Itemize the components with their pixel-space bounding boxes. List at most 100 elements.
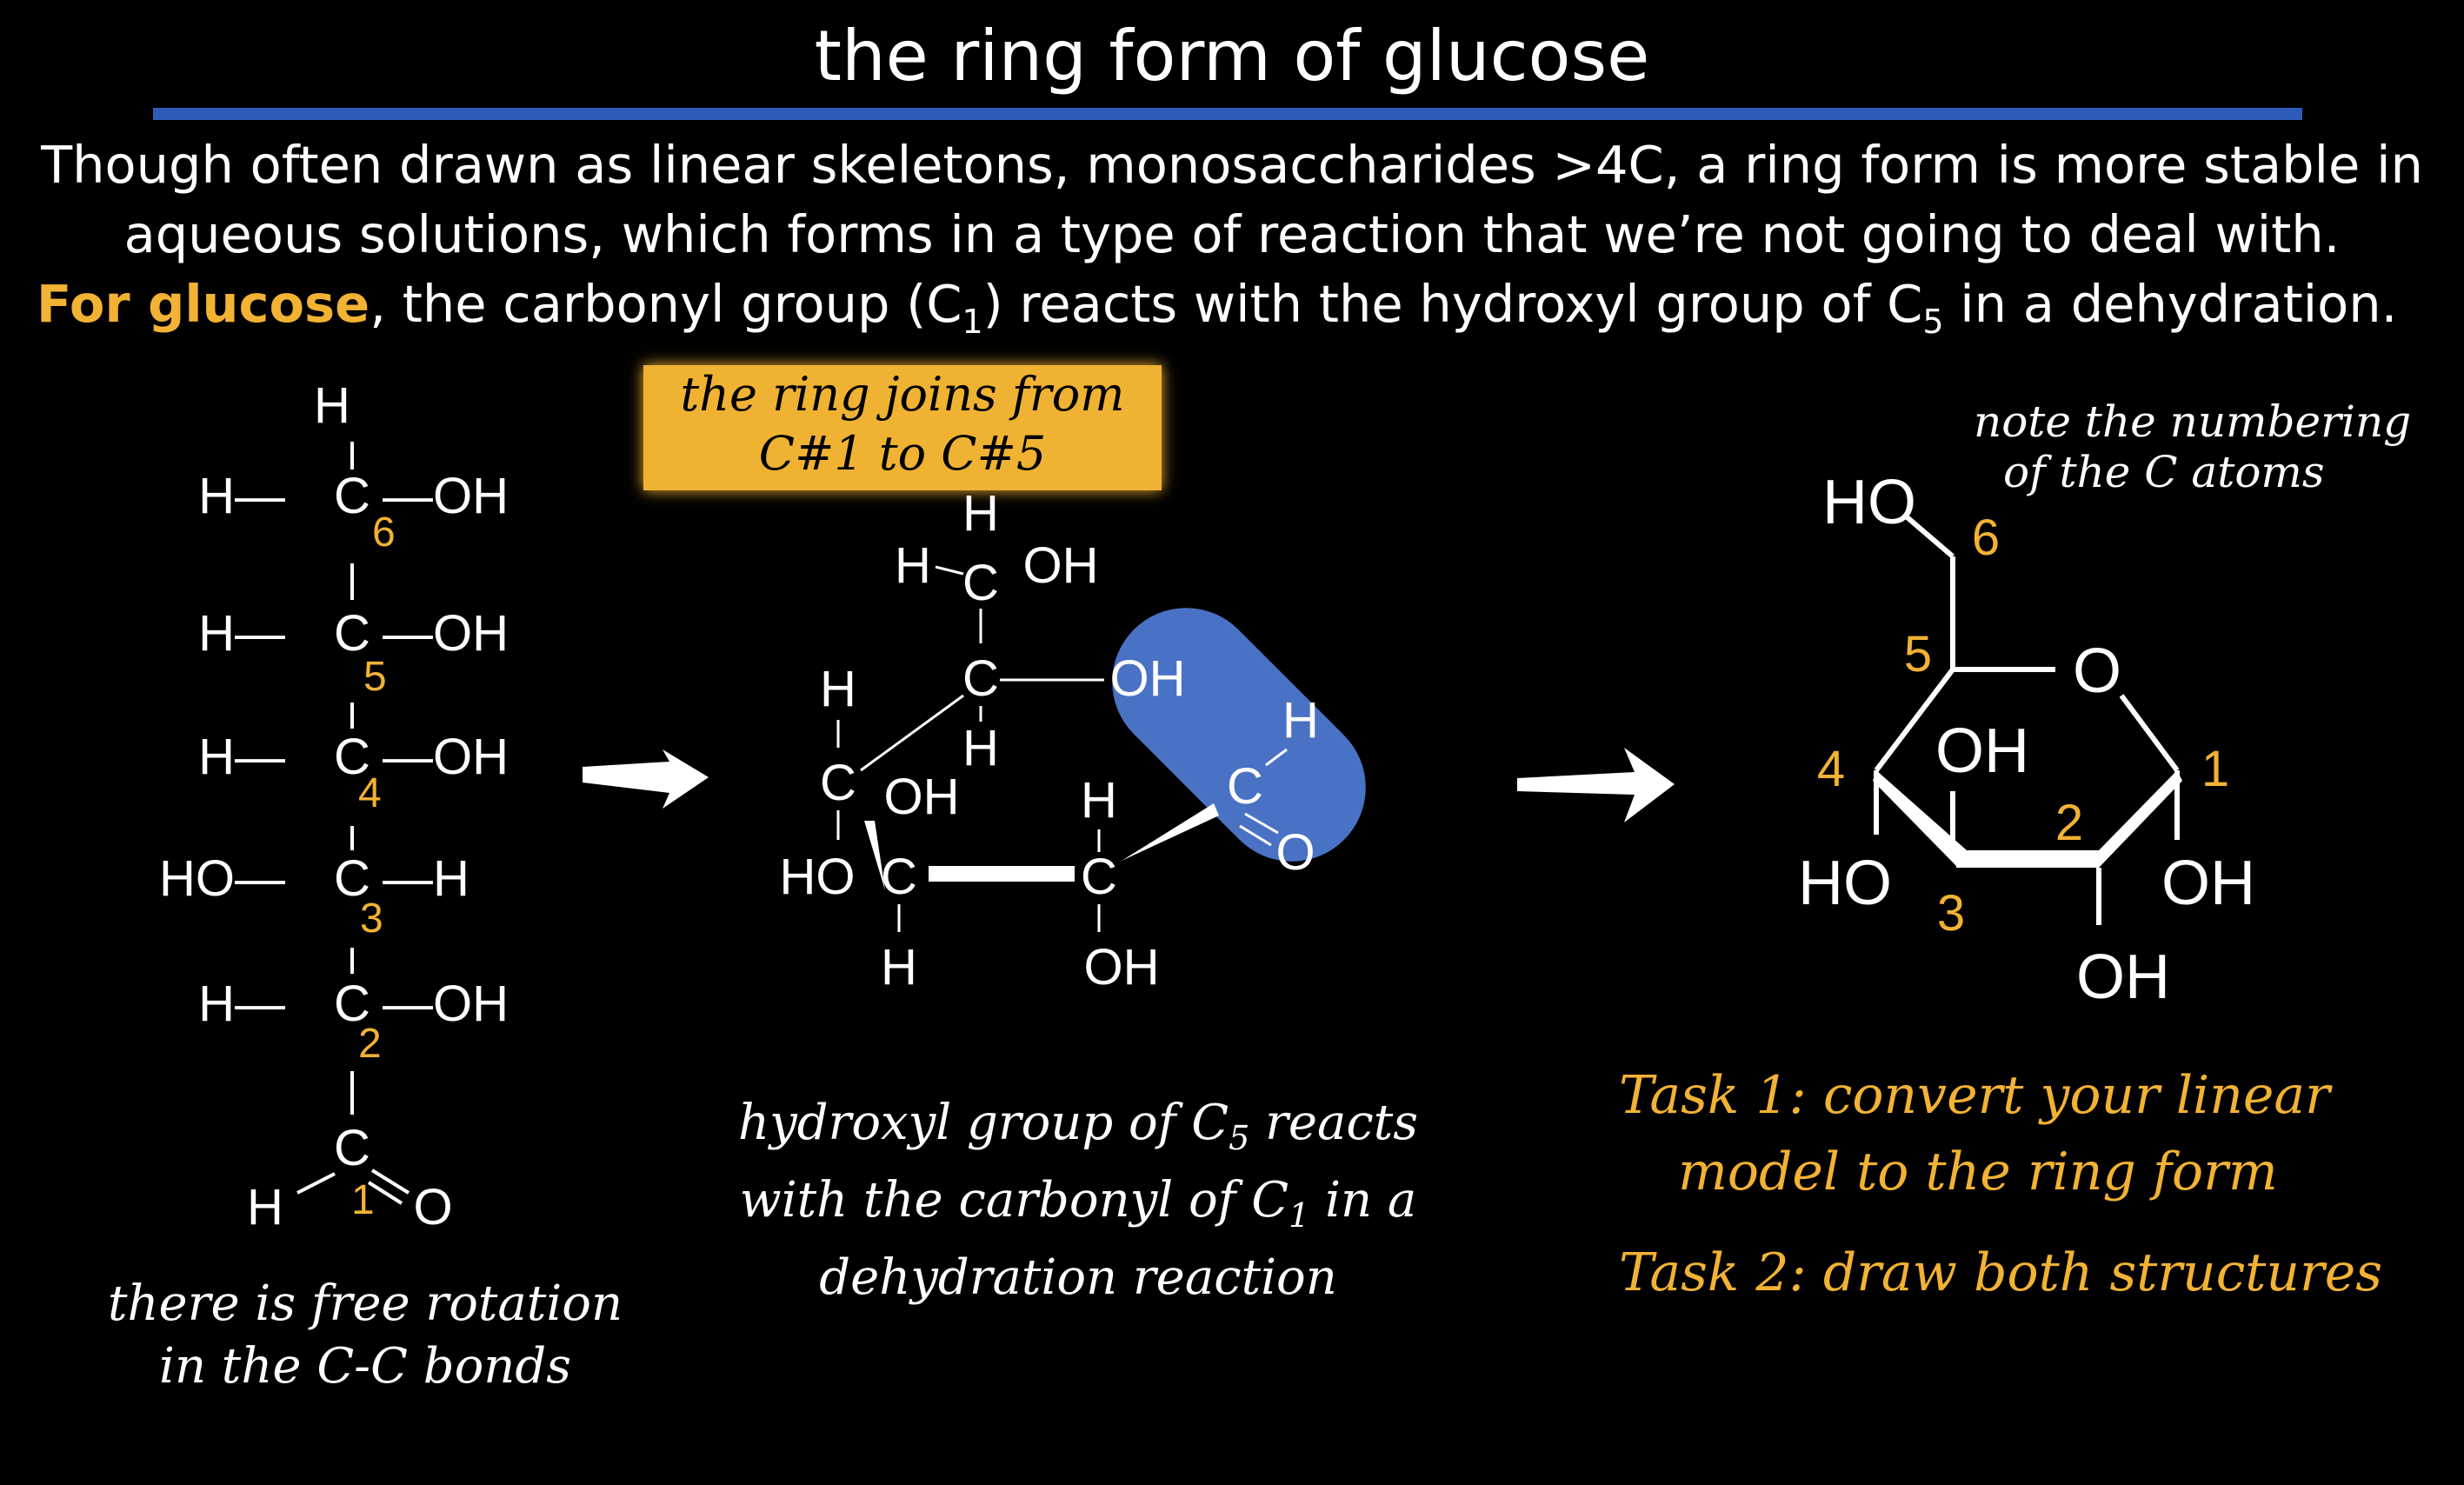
ring-ho6: HO bbox=[1822, 468, 1916, 537]
int-c3-h: H bbox=[881, 939, 917, 996]
arrow-right-icon-2 bbox=[1517, 748, 1675, 822]
int-c2-oh: OH bbox=[1084, 939, 1160, 996]
linear-num-4: 4 bbox=[358, 770, 382, 816]
glucose-highlight: For glucose bbox=[37, 274, 370, 334]
reaction-line-1: hydroxyl group of C5 reacts bbox=[687, 1092, 1469, 1169]
ring-oh2: OH bbox=[2076, 942, 2170, 1012]
task-1: Task 1: convert your linear model to the… bbox=[1619, 1057, 2330, 1210]
aldehyde-highlight-blob bbox=[1112, 608, 1366, 862]
linear-glucose: H H— C —OH 6 H— C —OH 5 H— C —OH 4 HO— C… bbox=[159, 377, 509, 1235]
int-ald-o: O bbox=[1275, 824, 1315, 881]
rotation-note: there is free rotation in the C-C bonds bbox=[70, 1273, 661, 1398]
intro-sub-1: 1 bbox=[962, 302, 983, 341]
reaction-note: hydroxyl group of C5 reacts with the car… bbox=[687, 1092, 1469, 1309]
linear-num-3: 3 bbox=[360, 896, 383, 942]
banner-line-1: the ring joins from bbox=[680, 367, 1125, 422]
ring-glucose: HO 6 5 O 1 4 OH 2 HO 3 OH OH bbox=[1798, 468, 2255, 1012]
intro-line-3-a: , the carbonyl group (C bbox=[370, 274, 962, 334]
task-2: Task 2: draw both structures bbox=[1619, 1242, 2383, 1303]
intro-line-3-b: ) reacts with the hydroxyl group of C bbox=[982, 274, 1923, 334]
int-c4-h: H bbox=[820, 661, 856, 717]
rotation-line-1: there is free rotation bbox=[107, 1275, 623, 1332]
int-c5-oh: OH bbox=[1110, 650, 1186, 707]
banner-line-2: C#1 to C#5 bbox=[758, 426, 1047, 481]
intro-line-3: For glucose, the carbonyl group (C1) rea… bbox=[26, 270, 2438, 356]
intro-text: Though often drawn as linear skeletons, … bbox=[26, 130, 2438, 356]
intermediate-glucose: H H C OH C OH H H C OH HO C C H H OH H C… bbox=[780, 485, 1366, 996]
int-ald-c: C bbox=[1227, 758, 1263, 815]
reaction-line-2b: in a bbox=[1309, 1172, 1417, 1229]
ring-num-3: 3 bbox=[1937, 885, 1965, 942]
ring-ho4: HO bbox=[1798, 849, 1892, 918]
linear-row-3: HO— C —H 3 bbox=[159, 850, 469, 942]
linear-c1-o: O bbox=[413, 1179, 452, 1235]
int-c4: C bbox=[820, 755, 856, 811]
reaction-sub-5: 5 bbox=[1229, 1119, 1250, 1158]
ring-o: O bbox=[2073, 636, 2121, 706]
ring-num-6: 6 bbox=[1972, 509, 2000, 566]
linear-row-2: H— C —OH 2 bbox=[198, 976, 509, 1067]
linear-row-6: H— C —OH 6 bbox=[198, 468, 509, 556]
ring-num-2: 2 bbox=[2055, 795, 2083, 851]
intro-line-1: Though often drawn as linear skeletons, … bbox=[41, 135, 2423, 195]
ring-num-5: 5 bbox=[1904, 626, 1932, 683]
intro-line-3-c: in a dehydration. bbox=[1943, 274, 2398, 334]
linear-row5-left: H— bbox=[198, 605, 285, 662]
task-1-line-1: Task 1: convert your linear bbox=[1619, 1065, 2330, 1126]
ring-oh1: OH bbox=[2161, 849, 2255, 918]
linear-row5-right: —OH bbox=[383, 605, 509, 662]
int-c5: C bbox=[962, 650, 999, 707]
int-c4-oh: OH bbox=[884, 769, 960, 825]
int-c3: C bbox=[881, 849, 917, 905]
reaction-line-2: with the carbonyl of C1 in a bbox=[687, 1169, 1469, 1247]
linear-row4-right: —OH bbox=[383, 729, 509, 785]
int-top-h: H bbox=[962, 485, 999, 542]
linear-row6-right: —OH bbox=[383, 468, 509, 524]
numbering-line-2: of the C atoms bbox=[2003, 447, 2325, 497]
linear-c1-h: H bbox=[247, 1179, 283, 1235]
linear-c1: C bbox=[334, 1120, 370, 1176]
slide-title: the ring form of glucose bbox=[814, 16, 1650, 97]
linear-num-5: 5 bbox=[363, 654, 387, 700]
ring-num-4: 4 bbox=[1817, 741, 1845, 797]
task-1-line-2: model to the ring form bbox=[1678, 1142, 2278, 1202]
linear-row6-atom: C bbox=[334, 468, 370, 524]
linear-row-5: H— C —OH 5 bbox=[198, 605, 509, 700]
int-ald-h: H bbox=[1282, 692, 1319, 749]
linear-row6-left: H— bbox=[198, 468, 285, 524]
linear-num-1: 1 bbox=[351, 1177, 375, 1223]
int-c2-h: H bbox=[1081, 772, 1117, 829]
linear-row5-atom: C bbox=[334, 605, 370, 662]
reaction-line-3: dehydration reaction bbox=[819, 1249, 1337, 1307]
linear-num-2: 2 bbox=[358, 1021, 382, 1067]
intro-line-2: aqueous solutions, which forms in a type… bbox=[123, 204, 2341, 264]
linear-row2-atom: C bbox=[334, 976, 370, 1032]
linear-top-h: H bbox=[314, 377, 350, 434]
linear-row2-left: H— bbox=[198, 976, 285, 1032]
ring-num-1: 1 bbox=[2201, 741, 2229, 797]
linear-row-4: H— C —OH 4 bbox=[198, 729, 509, 816]
int-c3-ho: HO bbox=[780, 849, 856, 905]
int-c5-h: H bbox=[962, 720, 999, 776]
title-underline bbox=[153, 108, 2302, 120]
reaction-line-1b: reacts bbox=[1249, 1095, 1418, 1151]
int-c6-left-h: H bbox=[895, 537, 931, 594]
numbering-note: note the numbering of the C atoms bbox=[1974, 396, 2461, 497]
int-c6-oh: OH bbox=[1023, 537, 1099, 594]
ring-join-banner bbox=[643, 365, 1162, 490]
int-c2: C bbox=[1081, 849, 1117, 905]
reaction-line-2a: with the carbonyl of C bbox=[739, 1172, 1289, 1229]
linear-row3-right: —H bbox=[383, 850, 469, 907]
linear-row4-atom: C bbox=[334, 729, 370, 785]
intro-sub-5: 5 bbox=[1922, 302, 1944, 341]
linear-row2-right: —OH bbox=[383, 976, 509, 1032]
linear-row3-left: HO— bbox=[159, 850, 285, 907]
ring-oh-inner: OH bbox=[1935, 716, 2029, 786]
linear-num-6: 6 bbox=[372, 509, 396, 556]
numbering-line-1: note the numbering bbox=[1974, 396, 2412, 447]
int-c6: C bbox=[962, 555, 999, 611]
linear-row4-left: H— bbox=[198, 729, 285, 785]
arrow-right-icon bbox=[583, 749, 709, 809]
reaction-line-1a: hydroxyl group of C bbox=[738, 1095, 1229, 1151]
